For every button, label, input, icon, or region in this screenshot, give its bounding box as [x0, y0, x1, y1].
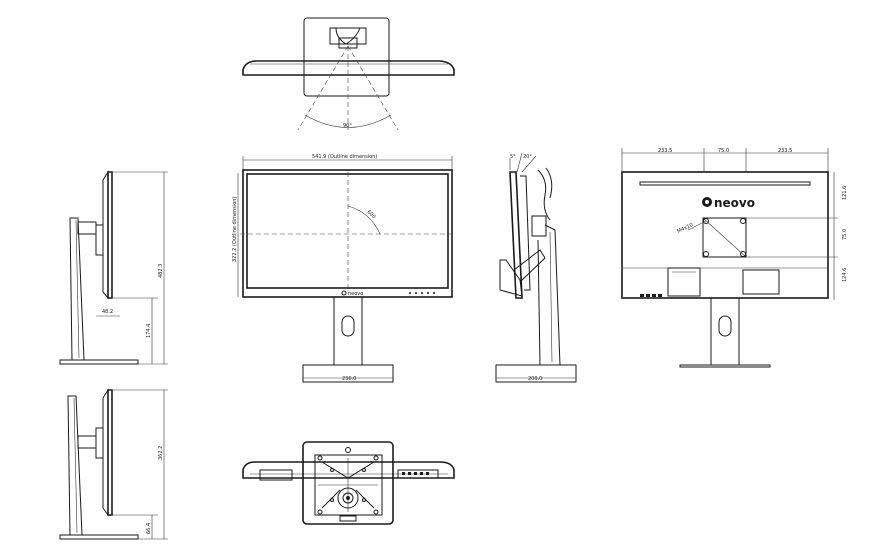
- front-width-label: 541.9 (Outline dimension): [312, 154, 377, 160]
- bottom-view: [242, 441, 455, 525]
- vesa-mount: [702, 217, 747, 258]
- rear-right-label: 233.5: [778, 148, 792, 154]
- vesa-pitch-label: 75.0: [842, 229, 848, 240]
- side-max-height-label: 482.3: [158, 264, 164, 278]
- front-diagonal-label: 600: [366, 209, 377, 220]
- rear-view: 233.5 75.0 233.5 neovo M4x10: [621, 148, 848, 368]
- front-view: 541.9 (Outline dimension) 322.2 (Outline…: [232, 154, 455, 383]
- front-height-label: 322.2 (Outline dimension): [232, 197, 238, 262]
- bottom-ports: [402, 472, 429, 475]
- vesa-screw-label: M4x10: [676, 222, 694, 235]
- side2-min-height-label: 66.4: [146, 523, 152, 534]
- rear-upper-height-label: 121.6: [842, 186, 848, 200]
- side-base-width-label: 200.0: [528, 376, 542, 382]
- rear-logo-text: neovo: [714, 196, 755, 210]
- front-buttons: [409, 292, 435, 294]
- tilt-forward-label: 20°: [523, 154, 532, 160]
- side-view-lowest: 362.2 66.4: [59, 388, 168, 540]
- top-view: 90°: [242, 17, 455, 131]
- side2-height-label: 362.2: [158, 446, 164, 460]
- rear-lower-height-label: 124.6: [842, 268, 848, 282]
- rear-ports: [640, 294, 662, 297]
- side-offset-label: 48.2: [102, 309, 113, 315]
- rear-left-label: 233.5: [658, 148, 672, 154]
- front-logo-small: neovo: [348, 291, 363, 297]
- top-swivel-angle: 90°: [343, 123, 352, 129]
- neovo-logo: neovo: [702, 196, 755, 210]
- side-min-height-label: 174.4: [146, 324, 152, 338]
- tilt-back-label: 5°: [510, 154, 516, 160]
- rear-center-label: 75.0: [718, 148, 729, 154]
- side-view-max-height: 482.3 174.4 48.2: [59, 170, 168, 365]
- front-base-width-label: 230.0: [342, 376, 356, 382]
- tilt-side-view: 5° 20° 200.0: [495, 152, 577, 383]
